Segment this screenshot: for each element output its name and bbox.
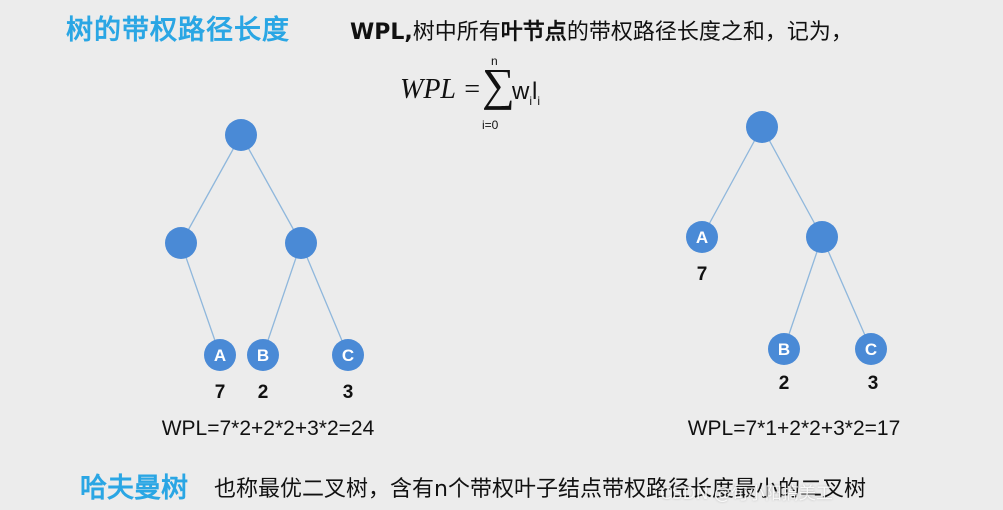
tree1-root-node [225,119,257,151]
formula-w-sub: i [529,93,533,108]
watermark: CSDN @旬小阳搞美工 [660,484,833,504]
tree1-edge [240,134,302,244]
tree2-weight-c: 3 [868,373,879,394]
tree1-weight-a: 7 [215,382,226,403]
tree2-edge [761,126,823,238]
tree2-edge [783,236,823,350]
tree2-leaf-b-label: B [778,340,790,359]
tree2-edge [701,126,763,238]
page-title: 树的带权路径长度 [66,15,290,46]
formula-lower-limit: i=0 [482,118,499,132]
formula-term: wili [512,78,540,108]
tree2-leaf-b [768,333,800,365]
formula-upper-limit: n [491,54,498,68]
tree1-edge [262,242,302,356]
tree1-leaf-b [247,339,279,371]
definition-bold: 叶节点 [500,20,567,45]
sigma-symbol: ∑ [482,59,515,110]
tree2-internal-node [806,221,838,253]
formula-l: l [532,78,538,105]
tree1-leaf-a [204,339,236,371]
tree2-leaf-a [686,221,718,253]
tree1-internal-node-left [165,227,197,259]
tree1-leaf-c [332,339,364,371]
tree1-leaf-a-label: A [214,346,226,365]
tree1-edge [180,242,221,356]
tree1-edge [180,134,242,244]
tree2-wpl-result: WPL=7*1+2*2+3*2=17 [688,417,901,440]
tree2-leaf-c-label: C [865,340,877,359]
tree2-weight-b: 2 [779,373,790,394]
tree2-leaf-c [855,333,887,365]
tree1-leaf-b-label: B [257,346,269,365]
tree1-weight-b: 2 [258,382,269,403]
huffman-definition: 也称最优二叉树，含有n个带权叶子结点带权路径长度最小的二叉树 [214,477,866,502]
formula-l-sub: i [537,93,541,108]
tree2-weight-a: 7 [697,264,708,285]
tree2-edge [821,236,872,350]
definition-part2: 的带权路径长度之和，记为， [566,20,853,45]
tree1-weight-c: 3 [343,382,354,403]
definition-part1: 树中所有 [412,20,501,45]
tree2-leaf-a-label: A [696,228,708,247]
formula-lhs: WPL = [400,74,482,105]
tree1-leaf-c-label: C [342,346,354,365]
tree2-root-node [746,111,778,143]
tree1-internal-node-right [285,227,317,259]
huffman-title: 哈夫曼树 [80,473,188,504]
tree1-wpl-result: WPL=7*2+2*2+3*2=24 [162,417,375,440]
definition-prefix: WPL, [350,20,413,45]
wpl-formula: WPL = n ∑ i=0 wili [398,54,598,142]
formula-w: w [512,78,530,105]
tree1-edge [300,242,349,356]
wpl-definition: WPL,树中所有叶节点的带权路径长度之和，记为， [350,14,853,46]
